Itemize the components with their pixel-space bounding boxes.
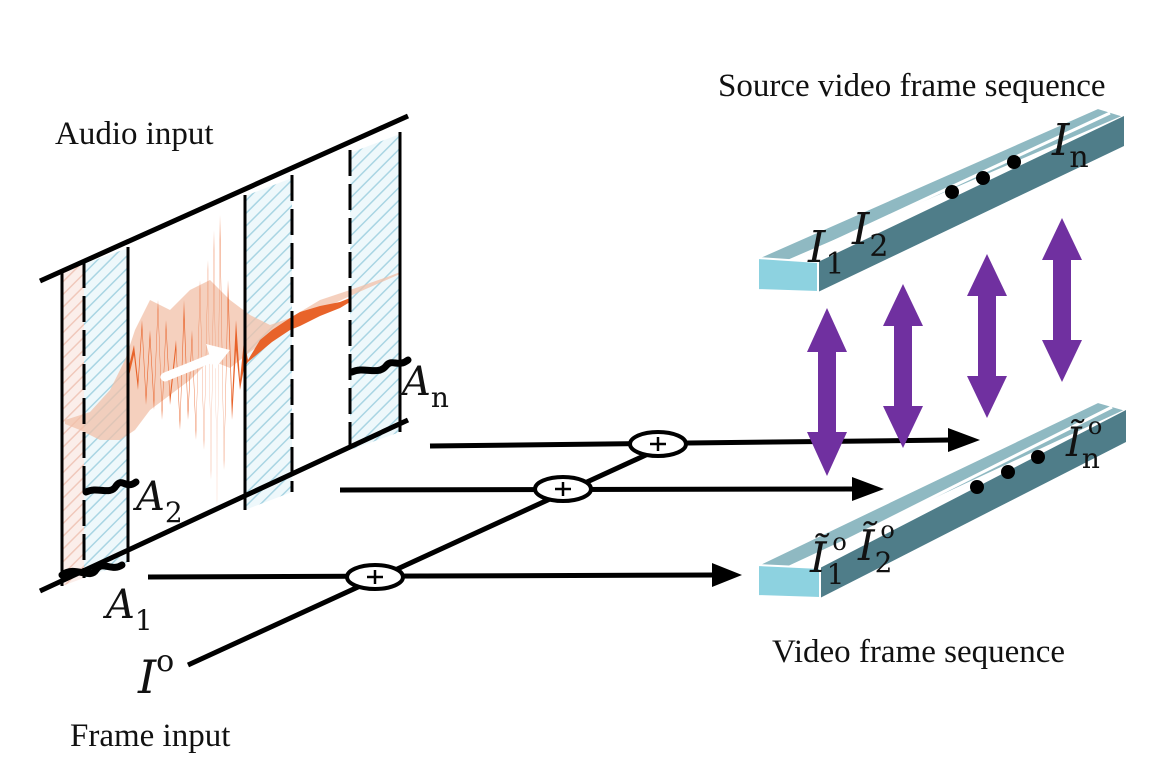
brace-an-icon bbox=[348, 356, 412, 376]
symbol-generated-i2: Ĩ2o bbox=[857, 516, 895, 579]
ellipsis-dots-icon bbox=[945, 155, 1021, 199]
fusion-operators bbox=[345, 430, 688, 591]
flow-arrow-icon bbox=[429, 437, 951, 449]
flow-arrow-icon bbox=[339, 486, 856, 493]
symbol-a2: A2 bbox=[132, 474, 183, 529]
video-frame-bar bbox=[754, 400, 1129, 600]
source-sequence-label: Source video frame sequence bbox=[718, 68, 1106, 104]
flow-arrow-icon bbox=[147, 572, 716, 580]
ellipsis-dots-icon bbox=[970, 450, 1045, 494]
flow-arrowhead-2 bbox=[852, 477, 884, 501]
symbol-source-i1: I1 bbox=[807, 222, 844, 282]
audio-input-label: Audio input bbox=[55, 116, 214, 152]
audio-frame-top bbox=[38, 113, 410, 284]
video-bar-end-face bbox=[757, 563, 821, 600]
video-bar-front-face bbox=[820, 410, 1126, 598]
audio-panel bbox=[38, 113, 412, 594]
symbol-frame-input: Io bbox=[137, 644, 174, 704]
fusion-operator-icon bbox=[345, 563, 405, 591]
compare-arrow-icon bbox=[1042, 218, 1082, 382]
frame-input-label: Frame input bbox=[70, 718, 230, 754]
compare-arrow-icon bbox=[967, 254, 1007, 418]
compare-arrow-icon bbox=[807, 308, 847, 476]
brace-a2-icon bbox=[82, 478, 140, 496]
symbol-source-in: In bbox=[1051, 115, 1089, 175]
compare-arrow-icon bbox=[883, 284, 923, 448]
symbol-a1: A1 bbox=[102, 582, 153, 637]
symbol-source-i2: I2 bbox=[851, 204, 888, 264]
video-sequence-label: Video frame sequence bbox=[772, 634, 1065, 670]
brace-a1-icon bbox=[58, 561, 126, 579]
fusion-operator-icon bbox=[628, 430, 688, 458]
source-bar-front-face bbox=[818, 116, 1124, 292]
waveform-direction-arrow-icon bbox=[160, 344, 230, 382]
flow-arrows bbox=[147, 428, 980, 587]
audio-dividers bbox=[60, 132, 402, 586]
symbol-generated-i1: Ĩ1o bbox=[809, 528, 847, 591]
source-frame-bar bbox=[754, 106, 1127, 294]
frame-input-line bbox=[186, 440, 674, 668]
source-bar-end-face bbox=[757, 256, 819, 294]
symbol-generated-in: Ĩno bbox=[1065, 412, 1102, 475]
fusion-operator-icon bbox=[533, 475, 593, 503]
flow-arrowhead-3 bbox=[948, 428, 980, 452]
flow-arrowhead-1 bbox=[712, 563, 742, 587]
audio-waveform-faded bbox=[65, 272, 400, 440]
compare-arrows bbox=[807, 218, 1082, 476]
symbol-an: An bbox=[398, 359, 449, 414]
